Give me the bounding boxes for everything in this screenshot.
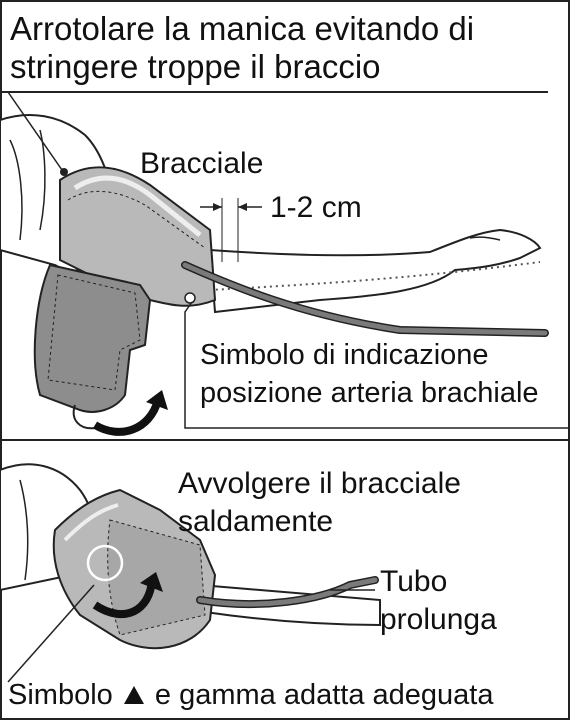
artery-symbol-label-line2: posizione arteria brachiale — [200, 378, 539, 408]
bottom-caption-prefix: Simbolo — [8, 679, 113, 711]
gap-label: 1-2 cm — [270, 192, 362, 224]
triangle-icon — [123, 681, 145, 711]
bottom-caption-suffix: e gamma adatta adeguata — [155, 679, 494, 711]
wrap-instruction-line2: saldamente — [178, 506, 333, 538]
tube-label-line1: Tubo — [380, 566, 447, 598]
top-instruction-line2: stringere troppe il braccio — [10, 50, 381, 85]
top-instruction-line1: Arrotolare la manica evitando di — [10, 12, 474, 47]
wrap-instruction-line1: Avvolgere il bracciale — [178, 468, 461, 500]
cuff-flap — [35, 265, 150, 412]
artery-symbol-label-line1: Simbolo di indicazione — [200, 340, 489, 370]
forearm — [210, 230, 540, 312]
tube-label-line2: prolunga — [380, 604, 497, 636]
cuff-label: Bracciale — [140, 148, 263, 180]
bottom-symbol-leader-line — [8, 585, 94, 682]
bottom-symbol-caption: Simbolo e gamma adatta adeguata — [8, 680, 494, 712]
artery-symbol-marker — [185, 293, 195, 303]
